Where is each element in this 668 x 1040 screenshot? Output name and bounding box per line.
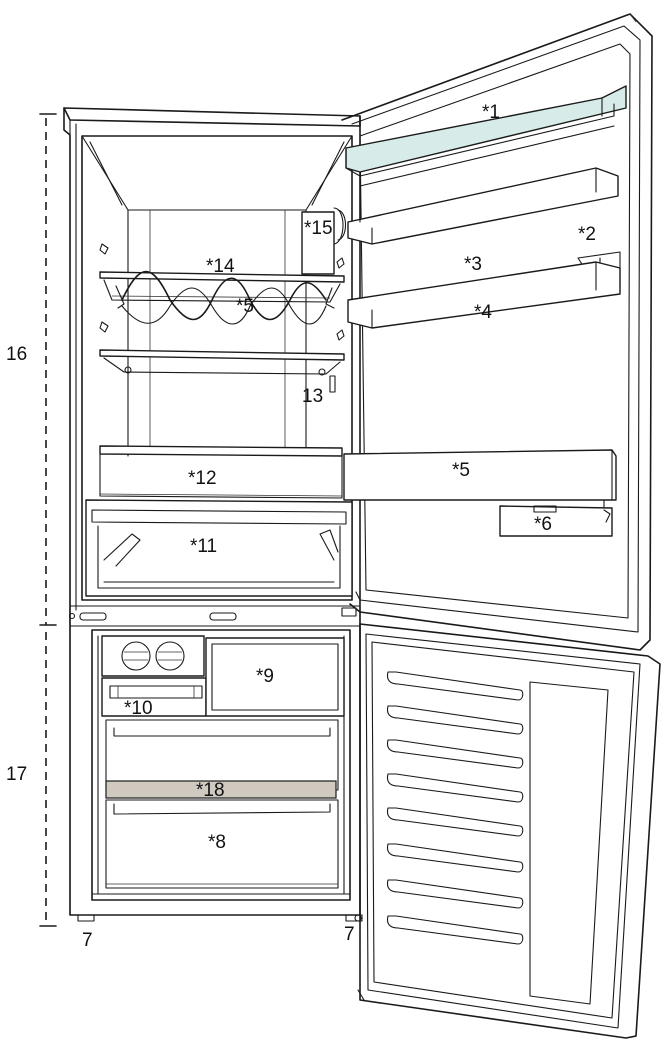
label-6: *6 bbox=[534, 514, 552, 535]
label-17: 17 bbox=[6, 764, 27, 785]
label-14: *14 bbox=[206, 256, 235, 277]
label-18: *18 bbox=[196, 780, 225, 801]
label-7-right: 7 bbox=[344, 924, 355, 945]
freezer-door bbox=[357, 623, 661, 1039]
glass-shelf-upper bbox=[99, 271, 345, 303]
freezer-shelf-strip bbox=[105, 780, 337, 799]
label-10: *10 bbox=[124, 698, 153, 719]
label-11: *11 bbox=[190, 536, 217, 557]
label-5-rack: *5 bbox=[236, 296, 254, 317]
label-8: *8 bbox=[208, 832, 226, 853]
height-bracket-fridge bbox=[39, 113, 57, 626]
fridge-compartment bbox=[81, 135, 353, 601]
adjustable-feet bbox=[77, 914, 363, 922]
door-bin-upper bbox=[347, 167, 619, 245]
light-fan-unit bbox=[301, 207, 347, 275]
glass-shelf-lower bbox=[99, 349, 345, 376]
freezer-drawer-lower bbox=[105, 799, 339, 889]
label-16: 16 bbox=[6, 344, 27, 365]
label-7-left: 7 bbox=[82, 930, 93, 951]
ice-maker-unit bbox=[101, 635, 207, 717]
label-5-door: *5 bbox=[452, 460, 470, 481]
label-9: *9 bbox=[256, 666, 274, 687]
dairy-compartment bbox=[345, 85, 627, 187]
label-3: *3 bbox=[464, 254, 482, 275]
crisper-cover bbox=[99, 445, 343, 499]
label-12: *12 bbox=[188, 468, 217, 489]
label-1: *1 bbox=[482, 102, 500, 123]
height-bracket-freezer bbox=[39, 632, 57, 927]
crisper-drawer bbox=[85, 499, 353, 597]
label-15: *15 bbox=[304, 218, 333, 239]
label-2: *2 bbox=[578, 224, 596, 245]
freezer-drawer-upper bbox=[105, 719, 339, 791]
freezer-door-shelves bbox=[386, 671, 524, 945]
label-4: *4 bbox=[474, 302, 492, 323]
quick-freeze-compartment bbox=[205, 637, 345, 717]
fridge-door bbox=[341, 13, 653, 651]
wine-rack bbox=[115, 270, 335, 325]
door-small-bin bbox=[499, 505, 613, 537]
label-13: 13 bbox=[302, 386, 323, 407]
door-bin-middle bbox=[347, 261, 621, 329]
thermostat bbox=[329, 375, 336, 393]
bottle-rack bbox=[343, 449, 617, 509]
